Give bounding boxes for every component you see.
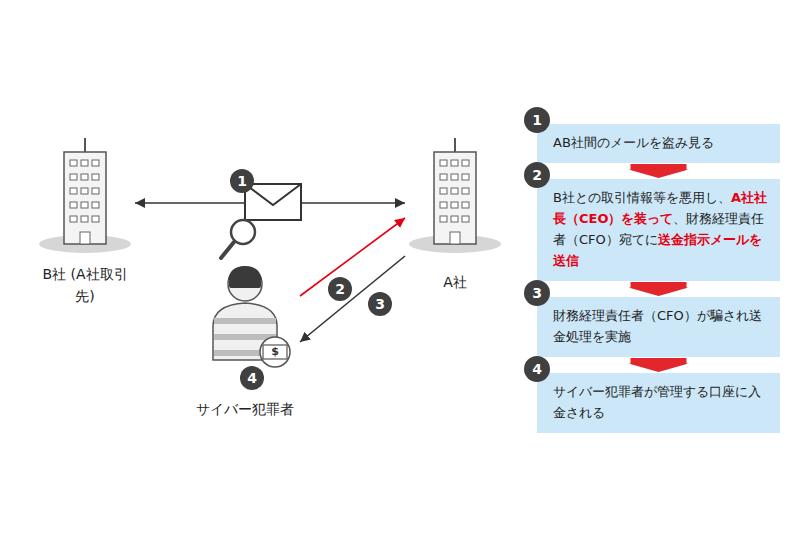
magnifier-lens [231,220,255,244]
callout-number: 2 [328,277,352,301]
step-body: サイバー犯罪者が管理する口座に入金される [553,382,770,424]
building-window [462,188,469,194]
building-window [451,188,458,194]
building-door [80,232,90,244]
building-window [451,160,458,166]
step-box: 2B社との取引情報等を悪用し、A社社長（CEO）を装って、財務経理責任者（CFO… [537,179,780,281]
building-window [81,216,88,222]
building-window [81,174,88,180]
building-windows [440,160,469,244]
building-window [92,216,99,222]
step-number: 2 [524,162,550,188]
step-box: 3財務経理責任者（CFO）が騙され送金処理を実施 [537,297,780,357]
money-icon [260,337,290,367]
building-window [451,202,458,208]
building-door [450,232,460,244]
company-building: B社 (A社取引先) [35,140,135,307]
step-text: サイバー犯罪者が管理する口座に入金される [553,384,761,420]
building-window [70,174,77,180]
building-window [462,202,469,208]
building-window [451,174,458,180]
step-text: B社との取引情報等を悪用し、 [553,190,731,205]
magnifier-handle [221,242,234,258]
callout-number: 1 [230,169,254,193]
step-box: 1AB社間のメールを盗み見る [537,124,780,163]
step-body: AB社間のメールを盗み見る [553,133,714,154]
criminal-cap [228,266,262,280]
building-window [440,202,447,208]
node-label: B社 (A社取引先) [35,264,135,307]
building-window [92,174,99,180]
building-window [70,188,77,194]
step-number: 1 [524,107,550,133]
building-window [451,216,458,222]
building-window [462,216,469,222]
building-window [70,160,77,166]
building-window [92,188,99,194]
company-building: A社 [405,140,505,294]
building-window [70,202,77,208]
connector-arrow [300,218,405,296]
building-window [92,160,99,166]
criminal-figure: サイバー犯罪者 [190,262,300,421]
building-window [81,202,88,208]
building-icon [64,152,106,244]
building-window [70,216,77,222]
step-box: 4サイバー犯罪者が管理する口座に入金される [537,373,780,433]
step-body: B社との取引情報等を悪用し、A社社長（CEO）を装って、財務経理責任者（CFO）… [553,188,770,271]
step-number: 4 [524,356,550,382]
building-window [92,202,99,208]
step-body: 財務経理責任者（CFO）が騙され送金処理を実施 [553,306,770,348]
connector-arrow [300,256,405,342]
banknote-icon [263,345,287,359]
building-window [81,188,88,194]
criminal-head [228,267,262,301]
building-window [440,188,447,194]
building-icon [434,152,476,244]
building-antenna [454,138,456,152]
step-text: 財務経理責任者（CFO）が騙され送金処理を実施 [553,308,762,344]
currency-symbol: $ [267,345,283,359]
building-window [440,216,447,222]
flow-arrow [629,358,689,372]
building-window [462,174,469,180]
flow-arrow [629,164,689,178]
callout-number: 3 [368,292,392,316]
callout-number: 4 [240,366,264,390]
step-text: AB社間のメールを盗み見る [553,135,714,150]
criminal-mask [229,279,261,288]
envelope-flap [245,184,301,205]
envelope-icon [245,184,301,220]
building-window [462,160,469,166]
node-label: A社 [405,272,505,294]
building-window [440,160,447,166]
flow-arrow [629,282,689,296]
building-window [440,174,447,180]
building-window [81,160,88,166]
building-windows [70,160,99,244]
criminal-stripe [214,318,276,324]
node-label: サイバー犯罪者 [190,399,300,421]
building-antenna [84,138,86,152]
step-number: 3 [524,280,550,306]
